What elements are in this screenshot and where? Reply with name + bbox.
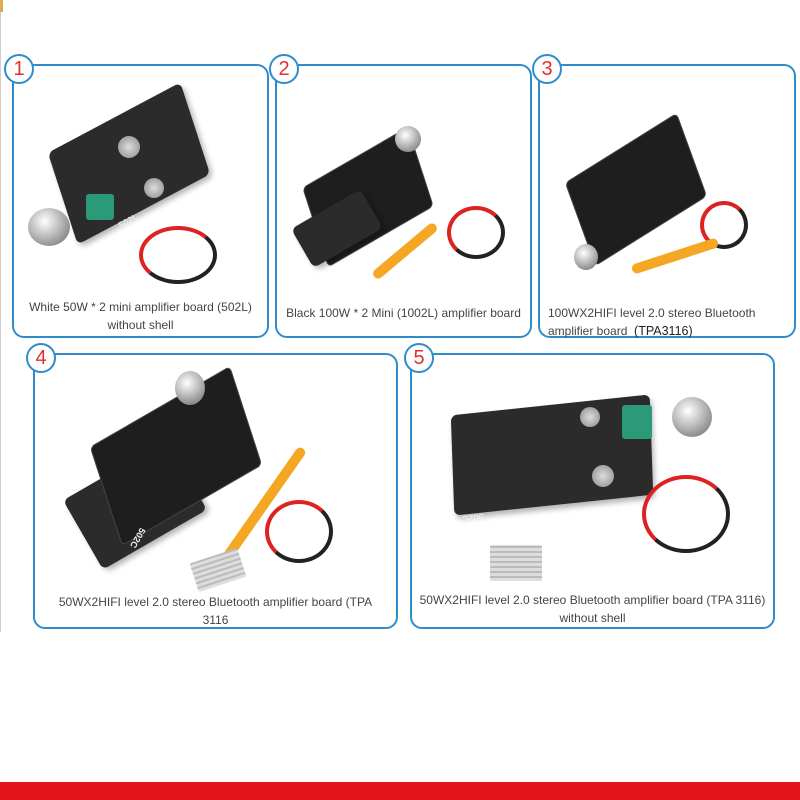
caption: 50WX2HIFI level 2.0 stereo Bluetooth amp… — [35, 593, 396, 629]
volume-knob — [574, 244, 598, 270]
caption: 100WX2HIFI level 2.0 stereo Bluetooth am… — [540, 304, 794, 340]
caption-line: White 50W * 2 mini amplifier board (502L… — [29, 300, 252, 314]
power-cable — [447, 206, 505, 259]
bottom-red-bar — [0, 782, 800, 800]
power-cable — [642, 475, 730, 553]
power-cable — [139, 226, 217, 284]
power-cable — [700, 201, 748, 249]
volume-knob — [175, 371, 205, 405]
chip-model: (TPA3116) — [634, 324, 693, 338]
volume-knob — [395, 126, 421, 152]
screwdriver — [630, 237, 720, 275]
caption: White 50W * 2 mini amplifier board (502L… — [14, 298, 267, 334]
item-number-2: 2 — [269, 54, 299, 84]
product-card-4[interactable]: 502C 50WX2HIFI level 2.0 stereo Bluetoot… — [33, 353, 398, 629]
caption-line: without shell — [559, 611, 626, 625]
heatsink — [490, 545, 542, 581]
capacitor — [144, 178, 164, 198]
caption-line: 3116 — [202, 613, 229, 627]
caption-line: 50WX2HIFI level 2.0 stereo Bluetooth amp… — [58, 595, 373, 609]
corner-mark — [0, 0, 3, 12]
caption-line: without shell — [107, 318, 174, 332]
product-card-1[interactable]: 502L White 50W * 2 mini amplifier board … — [12, 64, 269, 338]
power-cable — [265, 500, 333, 563]
caption-line: 100WX2HIFI level 2.0 stereo Bluetooth — [548, 306, 756, 320]
product-card-3[interactable]: 100WX2HIFI level 2.0 stereo Bluetooth am… — [538, 64, 796, 338]
page-edge-line — [0, 0, 1, 632]
item-number-4: 4 — [26, 343, 56, 373]
caption-line: 50WX2HIFI level 2.0 stereo Bluetooth amp… — [419, 593, 766, 607]
heatsink — [189, 548, 247, 592]
capacitor — [580, 407, 600, 427]
board-label: 502C — [461, 511, 484, 525]
item-number-1: 1 — [4, 54, 34, 84]
caption: 50WX2HIFI level 2.0 stereo Bluetooth amp… — [412, 591, 773, 627]
caption-line: amplifier board — [548, 324, 628, 338]
item-number-3: 3 — [532, 54, 562, 84]
volume-knob — [672, 397, 712, 437]
capacitor — [592, 465, 614, 487]
caption: Black 100W * 2 Mini (1002L) amplifier bo… — [277, 304, 530, 322]
potentiometer — [622, 405, 652, 439]
volume-knob — [28, 208, 70, 246]
capacitor — [118, 136, 140, 158]
product-card-5[interactable]: 502C 50WX2HIFI level 2.0 stereo Bluetoot… — [410, 353, 775, 629]
potentiometer — [86, 194, 114, 220]
item-number-5: 5 — [404, 343, 434, 373]
product-card-2[interactable]: Black 100W * 2 Mini (1002L) amplifier bo… — [275, 64, 532, 338]
caption-line: Black 100W * 2 Mini (1002L) amplifier bo… — [286, 306, 521, 320]
